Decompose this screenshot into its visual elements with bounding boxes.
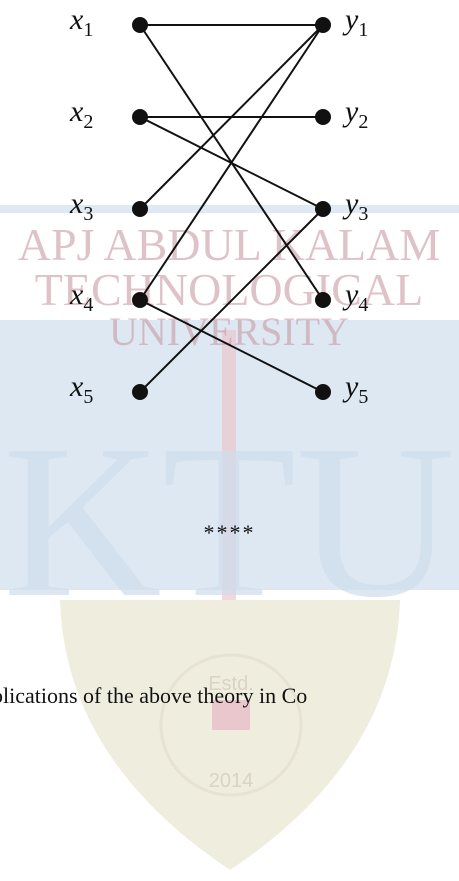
watermark-estd: Estd. [208, 673, 254, 695]
node-label-y2: y2 [345, 95, 369, 133]
node-var: x [70, 3, 84, 36]
node-label-x3: x3 [70, 187, 94, 225]
edge-x3-y1 [139, 24, 324, 210]
node-y5 [315, 384, 331, 400]
node-x1 [132, 17, 148, 33]
watermark-line2: TECHNOLOGICAL [35, 264, 423, 315]
bipartite-graph [132, 17, 331, 400]
watermark-line3: UNIVERSITY [109, 309, 349, 354]
watermark-line1: APJ ABDUL KALAM [18, 219, 441, 270]
node-y1 [315, 17, 331, 33]
node-subscript: 5 [358, 386, 369, 408]
watermark-red-pillar [222, 330, 236, 600]
nodes [132, 17, 331, 400]
node-label-x2: x2 [70, 95, 94, 133]
edge-x4-y1 [139, 24, 324, 301]
node-subscript: 3 [83, 203, 94, 225]
node-x2 [132, 109, 148, 125]
node-label-y4: y4 [345, 278, 369, 316]
node-var: x [70, 370, 84, 403]
node-subscript: 1 [83, 19, 94, 41]
node-x5 [132, 384, 148, 400]
node-label-x1: x1 [70, 3, 94, 41]
watermark-year: 2014 [209, 770, 254, 792]
node-y4 [315, 292, 331, 308]
separator-stars: **** [203, 520, 256, 545]
edges [139, 24, 324, 393]
edge-x5-y3 [139, 208, 324, 393]
node-var: y [345, 95, 359, 128]
watermark-top-strip [0, 205, 459, 213]
watermark-ktu: KTU [3, 399, 455, 643]
node-y3 [315, 201, 331, 217]
node-x3 [132, 201, 148, 217]
node-var: x [70, 187, 84, 220]
node-label-y1: y1 [345, 3, 369, 41]
node-subscript: 1 [358, 19, 369, 41]
node-var: y [345, 187, 359, 220]
node-label-x5: x5 [70, 370, 94, 408]
node-y2 [315, 109, 331, 125]
node-label-x4: x4 [70, 278, 94, 316]
node-var: y [345, 278, 359, 311]
body-text: plications of the above theory in Co [0, 683, 308, 708]
node-subscript: 2 [358, 111, 369, 133]
watermark-shield [60, 600, 400, 870]
node-var: x [70, 95, 84, 128]
node-var: y [345, 370, 359, 403]
node-subscript: 3 [358, 203, 369, 225]
node-label-y3: y3 [345, 187, 369, 225]
node-label-y5: y5 [345, 370, 369, 408]
node-subscript: 4 [358, 294, 369, 316]
watermark-seal-ring [159, 653, 303, 797]
node-x4 [132, 292, 148, 308]
node-var: y [345, 3, 359, 36]
node-subscript: 2 [83, 111, 94, 133]
node-subscript: 5 [83, 386, 94, 408]
edge-x4-y5 [139, 299, 324, 393]
node-var: x [70, 278, 84, 311]
watermark-book-icon [212, 700, 250, 730]
node-subscript: 4 [83, 294, 94, 316]
